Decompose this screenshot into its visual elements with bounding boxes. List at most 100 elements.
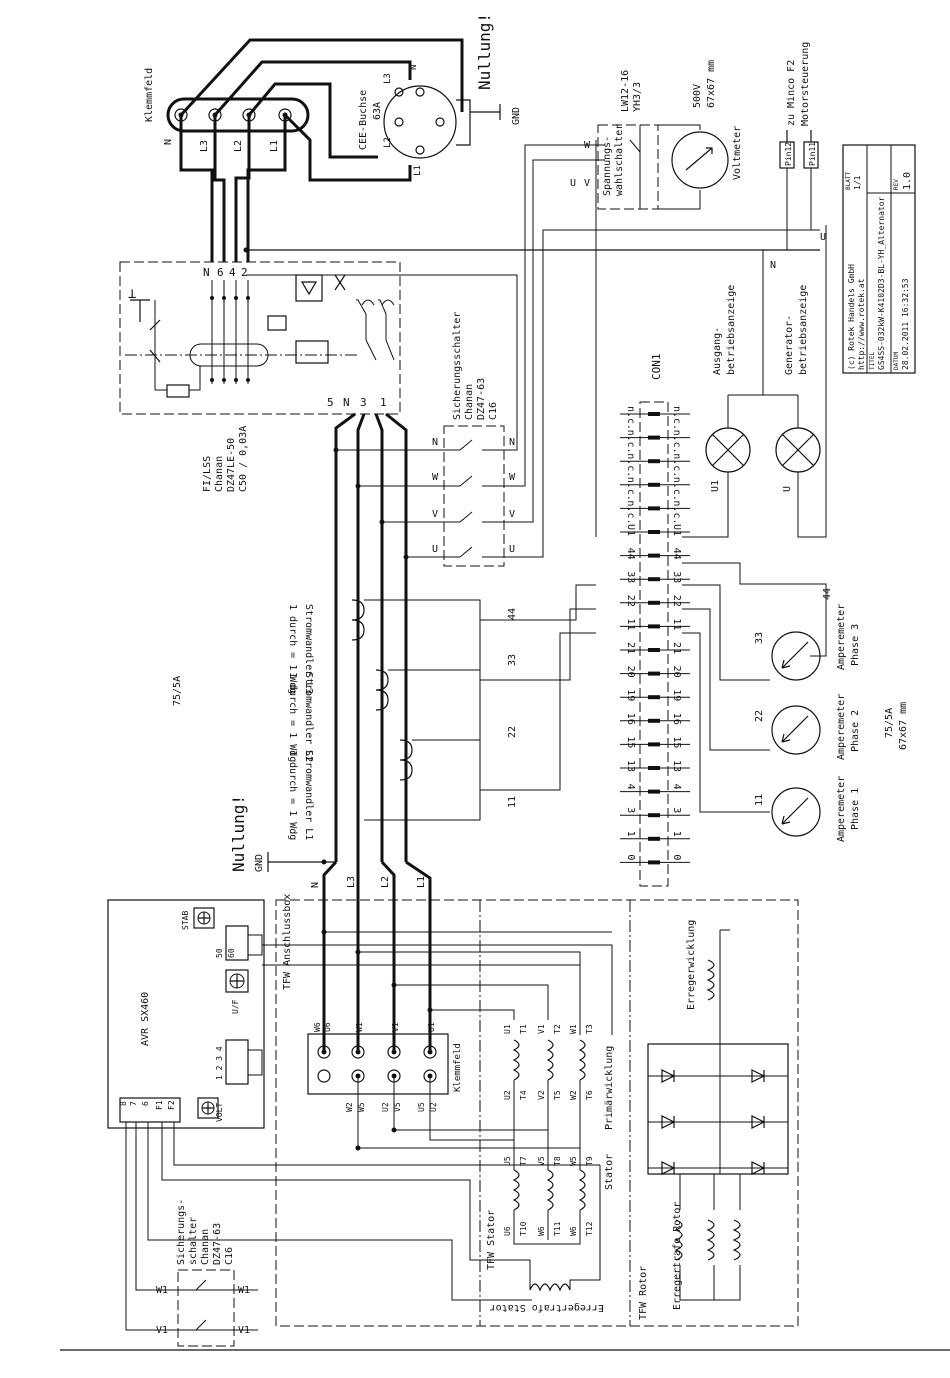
amp1-name: Amperemeter [836,776,847,842]
coil-top-t: T3 [585,1024,594,1034]
mid-line-n: N [310,882,321,888]
con1-label-right: 20 [671,666,682,678]
sicherungsschalter-2: Sicherungs- schalter Chanan DZ47-63 C16 … [156,1199,250,1347]
amperemeters: 33 22 11 44 Amperemeter Phase 3 Ampereme… [754,588,909,842]
star-point [513,1240,581,1245]
con1-label-left: n.c. [625,453,636,477]
amp3-phase: Phase 3 [850,624,861,666]
coil-mid-label: W2 [569,1090,578,1100]
sws-title: Spannungs- [602,136,613,196]
sws-title2: wahlschalter [614,124,625,196]
sich2-w1-right: W1 [238,1285,250,1296]
con1-frame [639,401,669,887]
avr-mid-pins: 1 2 3 4 [215,1046,224,1080]
ratio-left: 75/5A [172,676,183,706]
cee-pin-l2: L2 [383,137,393,148]
coil-mid-t: T4 [519,1090,528,1100]
amp-11: 11 [754,794,765,806]
coil-bot-label: W6 [537,1226,546,1236]
ct-l1-ratio: 1 durch = 1 Wdg [287,750,298,840]
klemmfeld-top: Klemmfeld N L3 L2 L1 [144,68,310,152]
coil-low-label: W5 [569,1156,578,1166]
spannungswahlschalter: Spannungs- wahlschalter LW12-16 YH3/3 W … [570,60,743,210]
fi-out-n: N [343,396,350,409]
stator-label: Stator [604,1154,615,1190]
stator-coil [578,1169,586,1211]
tfw-rotor-label: TFW Rotor [638,1266,649,1320]
coil-mid-t: T6 [585,1090,594,1100]
gnd-mid-label: GND [254,854,265,872]
con1-label-left: n.c. [625,477,636,501]
rotor-rectifier: Erregerwicklung Erregertrafo Rotor [647,920,789,1310]
coil-low-label: U5 [503,1156,512,1166]
kf2-u1: U1 [427,1022,436,1032]
kf2-u5: U5 [417,1102,426,1112]
cee-pin-n: N [409,65,419,70]
amp-44: 44 [822,588,833,600]
con1-label-right: U1 [671,524,682,536]
tfw-region [275,899,799,1327]
con1-label-left: 11 [625,618,636,630]
con1-label-left: n.c. [625,406,636,430]
con1-label-right: 16 [671,713,682,725]
amp2-phase: Phase 2 [850,710,861,752]
con1-label-left: n.c. [625,500,636,524]
ct-wire-11: 11 [507,796,518,808]
avr-stab: STAB [181,911,190,930]
con1-label-right: n.c. [671,406,682,430]
sich-out-w: W [509,472,516,483]
pin12: Pin12 [784,142,793,166]
erregerwicklung-label: Erregerwicklung [686,920,697,1010]
fi-out-5: 5 [327,396,334,409]
tb-datum-label: DATUM [893,352,900,370]
coil-top-label: V1 [537,1024,546,1034]
avr-pin-50: 50 [215,948,224,958]
con1-label-right: n.c. [671,453,682,477]
coil-mid-label: U2 [503,1090,512,1100]
amp1-phase: Phase 1 [850,788,861,830]
avr-sx460: AVR SX460 STAB 50 60 U/F 1 2 3 4 VOLT 8 … [107,899,265,1129]
pin11: Pin11 [808,142,817,166]
con1-label-right: 44 [671,548,682,560]
con1-label-left: 3 [625,807,636,813]
kf-term-l3: L3 [199,140,210,152]
con1-label-left: 1 [625,831,636,837]
coil-top-t: T1 [519,1024,528,1034]
fi-rating: C50 / 0,03A [238,426,249,492]
stator-coil [578,1039,586,1081]
kf2-v5: V5 [393,1102,402,1112]
coil-top-t: T2 [553,1024,562,1034]
fi-feed-2: 2 [241,266,248,279]
con1-label-left: 15 [625,736,636,748]
kf2-u2a: U2 [381,1102,390,1112]
stator-coil [546,1169,554,1211]
tb-copyright: (c) Rotek Handels GmbH [847,264,856,370]
con1-label-left: n.c. [625,430,636,454]
sws-term-w: W [584,140,591,151]
sich-in-n: N [432,437,438,448]
con1-label-right: 0 [671,854,682,860]
con1-label-right: 22 [671,595,682,607]
fi-lss-block: N 6 4 2 ⊥ 5 3 1 N FI/LSS Chanan DZ47LE-5… [119,261,401,492]
con1-title: CON1 [650,354,663,381]
tb-datum: 28.02.2011 16:32:53 [901,278,910,370]
sich-title: Sicherungsschalter [452,312,463,420]
avr-pin-8: 8 [119,1101,128,1106]
generator-label: Generator- [784,315,795,375]
con1-label-right: n.c. [671,500,682,524]
con1-label-right: 33 [671,571,682,583]
cee-title: CEE-Buchse [358,90,369,150]
amp-22: 22 [754,710,765,722]
con1-label-left: 33 [625,571,636,583]
con1-label-left: 0 [625,854,636,860]
minco-label: zu Minco F2 [786,60,797,126]
sich-in-v: V [432,509,438,520]
stator-coil [512,1169,520,1211]
sich-out-u: U [509,544,515,555]
sws-model2: YH3/3 [632,82,643,112]
coil-mid-label: V2 [537,1090,546,1100]
motor-label: Motorsteuerung [800,42,811,126]
n-line: N [770,260,776,271]
mid-line-l2: L2 [380,876,391,888]
